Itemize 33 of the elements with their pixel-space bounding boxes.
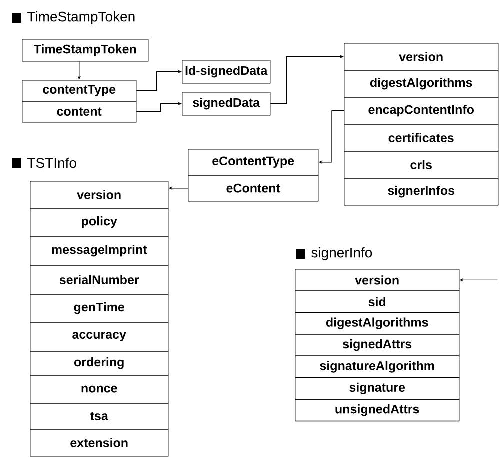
field-cell: encapContentInfo — [344, 97, 499, 125]
section-heading: signerInfo — [312, 247, 372, 261]
field-cell: signature — [295, 377, 460, 400]
field-cell: accuracy — [30, 322, 169, 352]
field-cell: version — [30, 181, 169, 209]
field-cell: content — [22, 101, 137, 123]
field-cell: digestAlgorithms — [344, 70, 499, 98]
field-cell: ordering — [30, 350, 169, 376]
field-cell: sid — [295, 290, 460, 314]
field-cell: version — [295, 268, 460, 292]
field-cell: version — [344, 43, 499, 71]
field-cell: signerInfos — [344, 178, 499, 206]
section-heading: TSTInfo — [28, 158, 76, 168]
field-cell: contentType — [22, 80, 137, 102]
field-cell: tsa — [30, 402, 169, 430]
field-cell: genTime — [30, 294, 169, 323]
field-cell: extension — [30, 428, 169, 457]
field-cell: nonce — [30, 374, 169, 404]
field-cell: crls — [344, 151, 499, 179]
field-cell: eContentType — [188, 149, 319, 176]
field-cell: serialNumber — [30, 265, 169, 295]
field-cell: TimeStampToken — [22, 39, 149, 62]
field-cell: messageImprint — [30, 236, 169, 266]
field-cell: signedData — [182, 92, 271, 116]
field-cell: digestAlgorithms — [295, 312, 460, 335]
field-cell: eContent — [188, 175, 319, 202]
section-heading: TimeStampToken — [28, 11, 135, 25]
field-cell: signedAttrs — [295, 334, 460, 356]
field-cell: policy — [30, 208, 169, 237]
field-cell: signatureAlgorithm — [295, 356, 460, 378]
field-cell: certificates — [344, 124, 499, 152]
field-cell: Id-signedData — [182, 60, 271, 84]
field-cell: unsignedAttrs — [295, 399, 460, 422]
